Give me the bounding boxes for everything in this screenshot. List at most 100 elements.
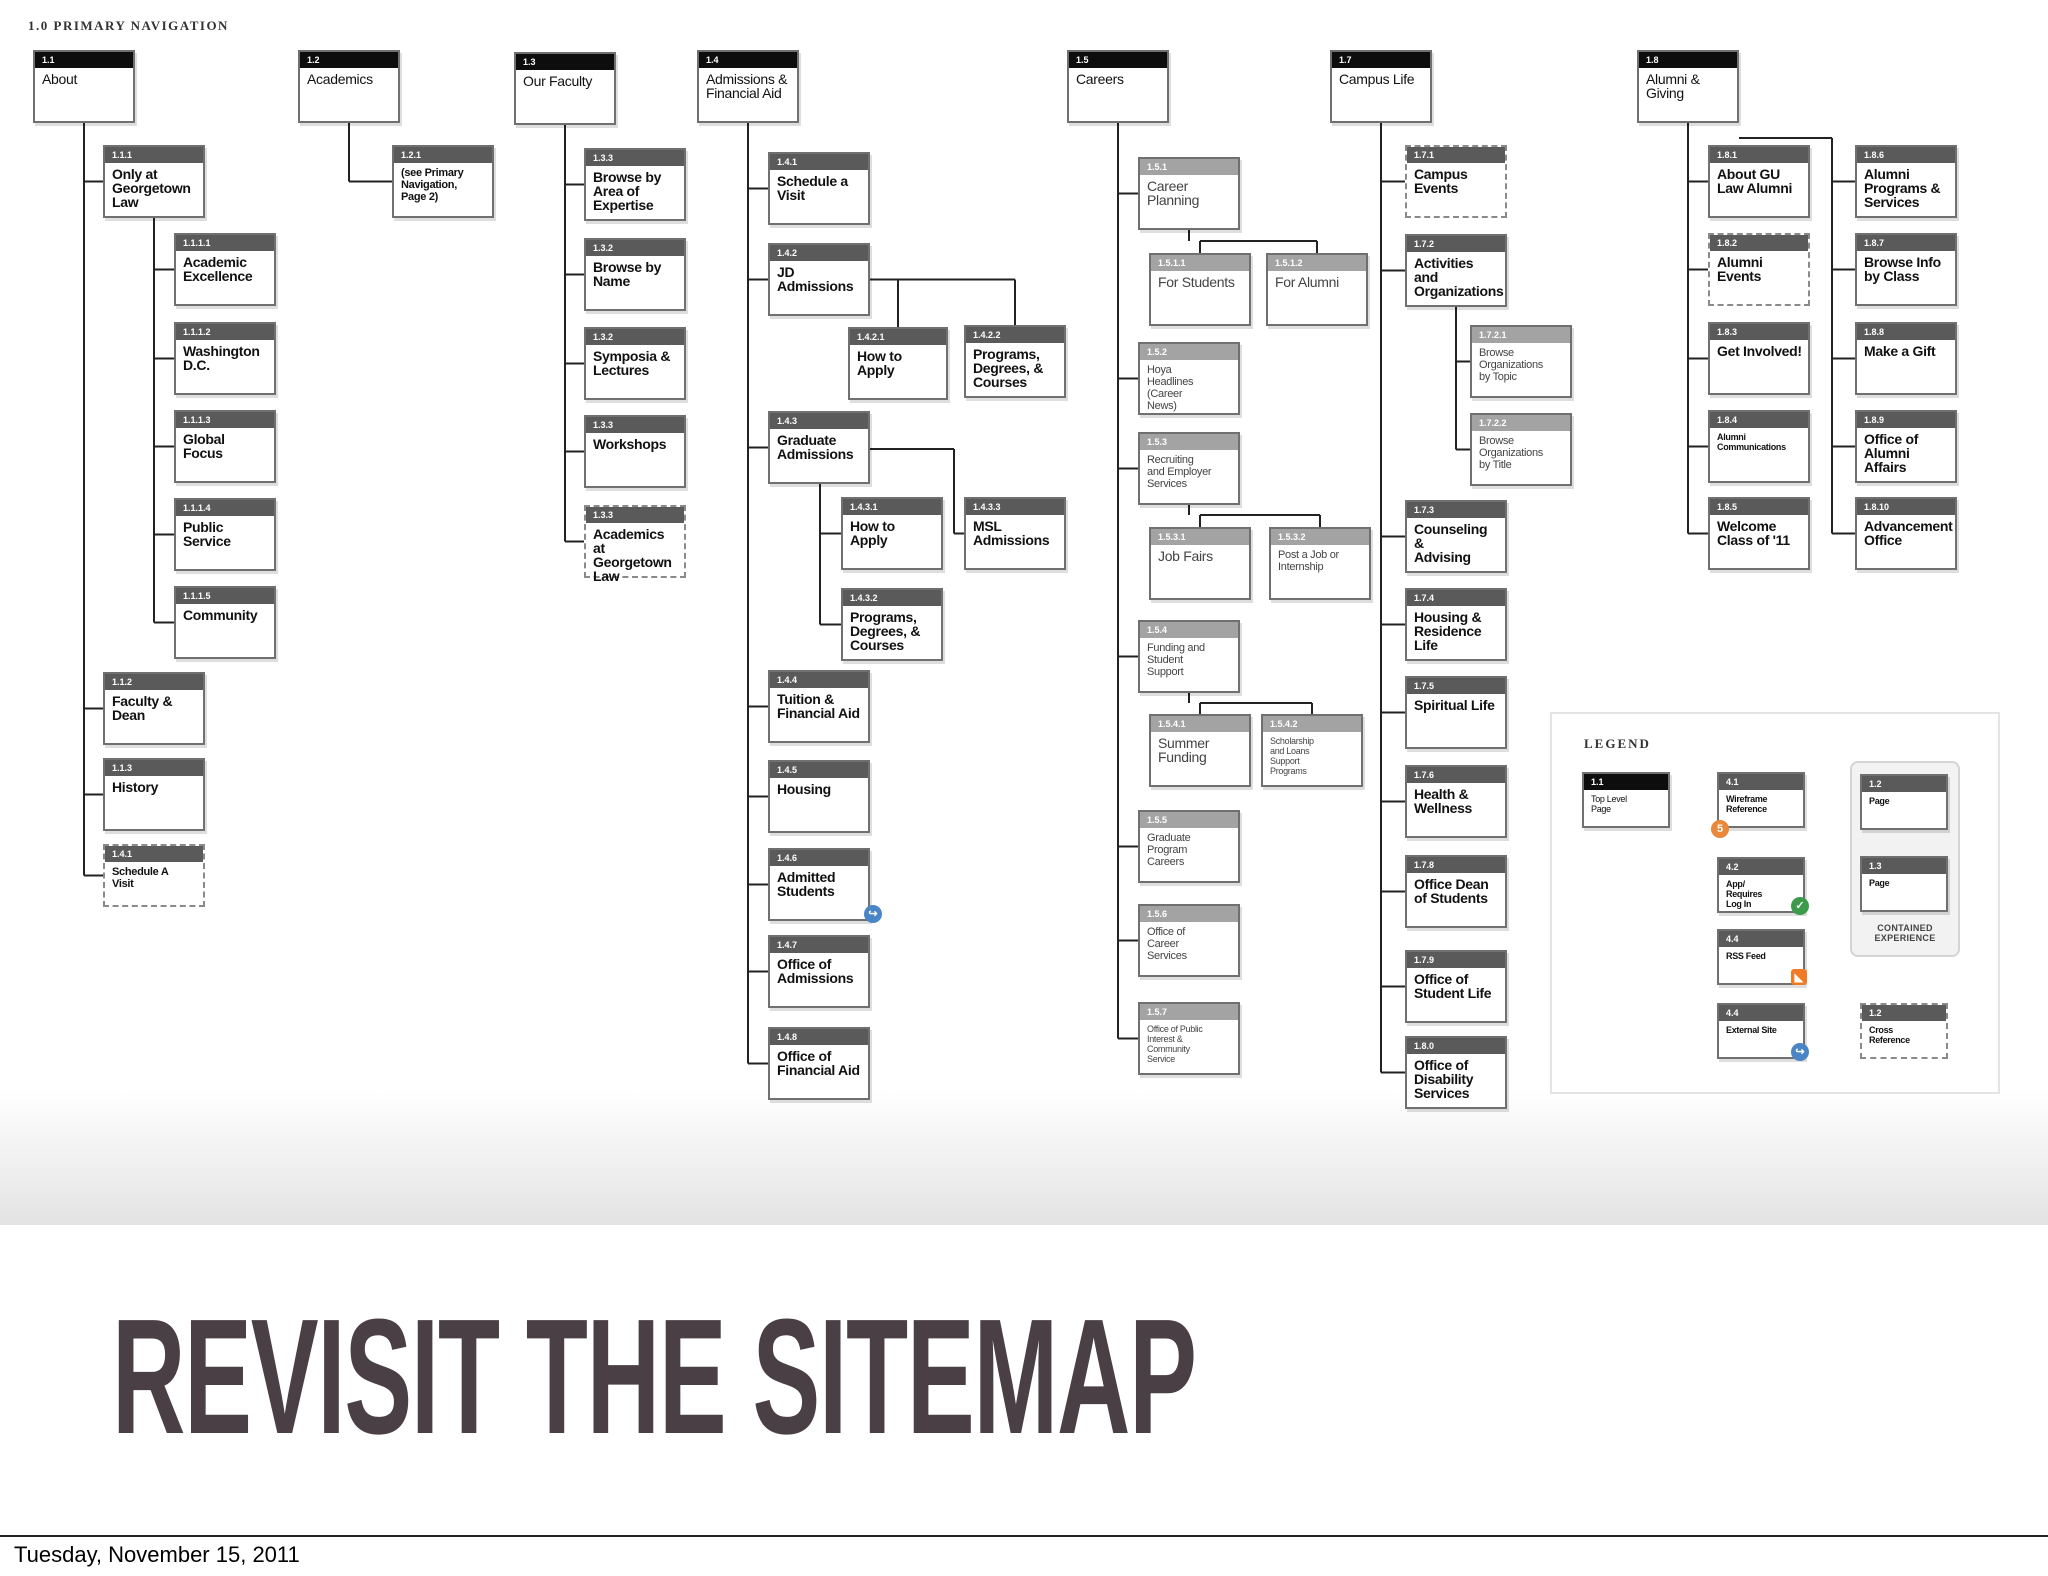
node-label: Schedule a Visit xyxy=(777,173,848,203)
node-label: Career Planning xyxy=(1147,178,1200,208)
node-code: 1.8.6 xyxy=(1857,147,1955,163)
node-label: Academics at Georgetown Law xyxy=(593,526,672,584)
node-code: 1.4.7 xyxy=(770,937,868,953)
node-code: 1.5.4.1 xyxy=(1151,716,1249,732)
node-label: Community xyxy=(183,607,258,623)
node-label: Scholarship and Loans Support Programs xyxy=(1270,736,1314,776)
footer-rule xyxy=(0,1535,2048,1537)
node-label: Summer Funding xyxy=(1158,735,1210,765)
node-code: 1.5.4.2 xyxy=(1263,716,1361,732)
node-code: 1.3.2 xyxy=(586,240,684,256)
node-code: 1.4.3.1 xyxy=(843,499,941,515)
node-label: RSS Feed xyxy=(1726,951,1766,961)
node-label: Admissions & Financial Aid xyxy=(706,71,788,101)
contained-experience-label: CONTAINED EXPERIENCE xyxy=(1874,923,1936,943)
node-label: Workshops xyxy=(593,436,667,452)
slide-fade xyxy=(0,1090,2048,1225)
node-label: Cross Reference xyxy=(1869,1025,1910,1045)
node-label: Browse by Area of Expertise xyxy=(593,169,662,213)
node-label: Health & Wellness xyxy=(1414,786,1473,816)
node-label: Faculty & Dean xyxy=(112,693,173,723)
node-label: About xyxy=(42,71,78,87)
node-label: Browse Organizations by Topic xyxy=(1479,347,1543,383)
footer-date: Tuesday, November 15, 2011 xyxy=(14,1542,300,1567)
node-label: Get Involved! xyxy=(1717,343,1802,359)
node-label: Job Fairs xyxy=(1158,548,1213,564)
node-code: 4.4 xyxy=(1719,1005,1803,1021)
node-label: History xyxy=(112,779,159,795)
node-label: Office of Career Services xyxy=(1147,926,1187,962)
node-label: Programs, Degrees, & Courses xyxy=(850,609,921,653)
node-code: 1.5.3.1 xyxy=(1151,529,1249,545)
node-label: Browse by Name xyxy=(593,259,662,289)
node-label: Washington D.C. xyxy=(183,343,260,373)
node-code: 1.8.10 xyxy=(1857,499,1955,515)
node-code: 1.4.1 xyxy=(770,154,868,170)
node-label: Careers xyxy=(1076,71,1124,87)
node-code: 1.3 xyxy=(516,54,614,70)
node-code: 1.4.2.1 xyxy=(850,329,946,345)
node-code: 1.5.1.2 xyxy=(1268,255,1366,271)
node-label: External Site xyxy=(1726,1025,1777,1035)
node-code: 4.2 xyxy=(1719,859,1803,875)
node-code: 1.5.2 xyxy=(1140,344,1238,360)
node-code: 1.5.1 xyxy=(1140,159,1238,175)
node-code: 1.7.2.2 xyxy=(1472,415,1570,431)
node-code: 1.8.1 xyxy=(1710,147,1808,163)
node-label: Funding and Student Support xyxy=(1147,642,1205,678)
node-label: Alumni Events xyxy=(1717,254,1763,284)
login-check-icon: ✓ xyxy=(1791,897,1809,915)
node-label: Advancement Office xyxy=(1864,518,1953,548)
node-code: 1.8.5 xyxy=(1710,499,1808,515)
node-code: 1.7.8 xyxy=(1407,857,1505,873)
node-label: Office of Alumni Affairs xyxy=(1864,431,1919,475)
node-code: 1.1.1 xyxy=(105,147,203,163)
node-code: 1.4.3.3 xyxy=(966,499,1064,515)
node-code: 1.7.1 xyxy=(1407,147,1505,163)
node-code: 1.5.3.2 xyxy=(1271,529,1369,545)
external-link-icon: ↪ xyxy=(1791,1043,1809,1061)
node-code: 1.7.2.1 xyxy=(1472,327,1570,343)
node-label: Page xyxy=(1869,796,1890,806)
node-code: 1.5 xyxy=(1069,52,1167,68)
node-label: MSL Admissions xyxy=(973,518,1050,548)
node-code: 1.1.2 xyxy=(105,674,203,690)
node-label: Global Focus xyxy=(183,431,225,461)
node-label: Recruiting and Employer Services xyxy=(1147,454,1212,490)
node-label: For Students xyxy=(1158,274,1235,290)
node-code: 1.1.1.3 xyxy=(176,412,274,428)
node-code: 1.1 xyxy=(35,52,133,68)
node-code: 1.8.8 xyxy=(1857,324,1955,340)
node-code: 1.1 xyxy=(1584,774,1668,790)
node-label: Top Level Page xyxy=(1591,794,1627,814)
node-label: Alumni Communications xyxy=(1717,432,1786,452)
